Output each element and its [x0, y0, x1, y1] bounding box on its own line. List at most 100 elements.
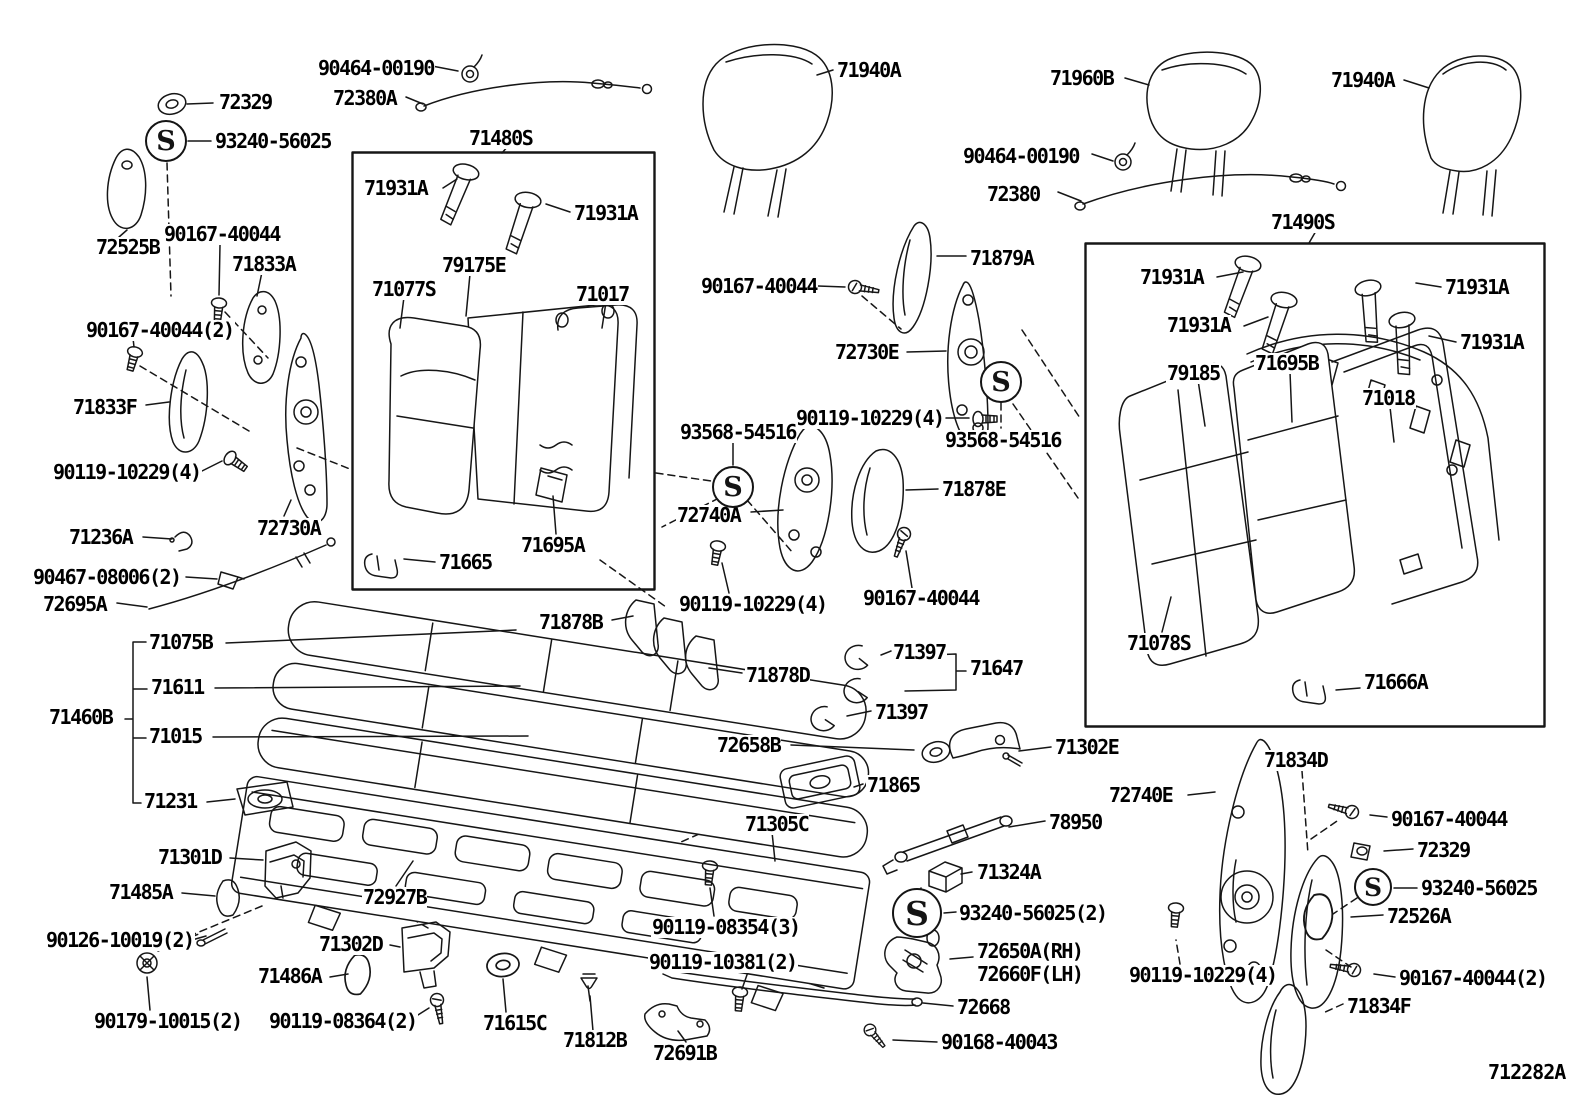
- part-label: 90126-10019(2): [45, 928, 195, 952]
- part-label: 72740A: [676, 503, 742, 527]
- part-label: 79185: [1166, 361, 1221, 385]
- part-label: 71397: [892, 640, 947, 664]
- part-label: 71833A: [231, 252, 297, 276]
- part-label: 71931A: [363, 176, 429, 200]
- part-label: 93568-54516: [679, 420, 797, 444]
- part-label: 71960B: [1049, 66, 1115, 90]
- part-label: 71486A: [257, 964, 323, 988]
- strap-72668: [662, 964, 923, 1007]
- part-label: 90167-40044(2): [1398, 966, 1548, 990]
- bottom-left-parts: [136, 841, 749, 1042]
- part-label: 71397: [874, 700, 929, 724]
- part-label: 72730A: [256, 516, 322, 540]
- part-label: 71931A: [573, 201, 639, 225]
- part-label: 72927B: [362, 885, 428, 909]
- part-label: 90167-40044(2): [85, 318, 235, 342]
- part-label: 90179-10015(2): [93, 1009, 243, 1033]
- part-label: 71302E: [1054, 735, 1120, 759]
- part-label: 90119-10229(4): [52, 460, 202, 484]
- part-label: 71834F: [1346, 994, 1412, 1018]
- part-label: 90464-00190: [962, 144, 1080, 168]
- part-label: 71647: [969, 656, 1024, 680]
- part-label: 93240-56025: [214, 129, 332, 153]
- part-label: 71615C: [482, 1011, 548, 1035]
- part-label: 90467-08006(2): [32, 565, 182, 589]
- part-label: 71018: [1361, 386, 1416, 410]
- headrest-lock-cable-left: [415, 79, 653, 112]
- part-label: 90167-40044: [862, 586, 980, 610]
- part-label: 71078S: [1126, 631, 1192, 655]
- left-small-parts: [106, 89, 328, 590]
- part-label: 93568-54516: [944, 428, 1062, 452]
- part-label: 71480S: [468, 126, 534, 150]
- part-label: 71666A: [1363, 670, 1429, 694]
- part-label: 72691B: [652, 1041, 718, 1065]
- part-label: 72380A: [332, 86, 398, 110]
- part-label: 93240-56025: [1420, 876, 1538, 900]
- part-label: 72525B: [95, 235, 161, 259]
- part-label: 90167-40044: [163, 222, 281, 246]
- hinge-grommet-71231: [236, 781, 294, 816]
- part-label: 71695A: [520, 533, 586, 557]
- part-label: 71931A: [1444, 275, 1510, 299]
- part-label: 71077S: [371, 277, 437, 301]
- part-label: 71075B: [148, 630, 214, 654]
- leader-lines: [116, 65, 1457, 1043]
- part-label: 71485A: [108, 880, 174, 904]
- strap-78950: [882, 815, 1013, 875]
- part-label: 71833F: [72, 395, 138, 419]
- part-label: 71940A: [836, 58, 902, 82]
- part-label: 71878D: [745, 663, 811, 687]
- part-label: 71931A: [1166, 313, 1232, 337]
- part-label: 90119-10229(4): [678, 592, 828, 616]
- part-label: 71695B: [1254, 351, 1320, 375]
- part-label: 71302D: [318, 932, 384, 956]
- s-fastener-symbol: S: [145, 120, 187, 162]
- part-label: 93240-56025(2): [958, 901, 1108, 925]
- part-label: 71931A: [1139, 265, 1205, 289]
- part-label: 78950: [1048, 810, 1103, 834]
- part-label: 72730E: [834, 340, 900, 364]
- center-parts: [624, 599, 1023, 1051]
- s-fastener-symbol: S: [980, 361, 1022, 403]
- part-label: 71878B: [538, 610, 604, 634]
- part-label: 71460B: [48, 705, 114, 729]
- part-label: 71665: [438, 550, 493, 574]
- s-fastener-symbol: S: [892, 888, 942, 938]
- part-label: 71931A: [1459, 330, 1525, 354]
- seatback-box-71480s: [351, 151, 656, 591]
- part-label: 71015: [148, 724, 203, 748]
- part-label: 90119-10229(4): [1128, 963, 1278, 987]
- part-label: 72526A: [1386, 904, 1452, 928]
- part-label: 79175E: [441, 253, 507, 277]
- diagram-id: 712282A: [1488, 1060, 1566, 1084]
- part-label: 90119-08364(2): [268, 1009, 418, 1033]
- part-label: 72329: [218, 90, 273, 114]
- headrest-illustration: [702, 43, 1522, 218]
- mid-right-parts: [461, 54, 1136, 572]
- part-label: 71865: [866, 773, 921, 797]
- part-label: 71231: [143, 789, 198, 813]
- part-label: 71611: [150, 675, 205, 699]
- part-label: 90119-10381(2): [648, 950, 798, 974]
- part-label: 90168-40043: [940, 1030, 1058, 1054]
- part-label: 72668: [956, 995, 1011, 1019]
- part-label: 72650A(RH): [976, 939, 1084, 963]
- part-label: 72380: [986, 182, 1041, 206]
- s-fastener-symbol: S: [1354, 868, 1392, 906]
- part-label: 71490S: [1270, 210, 1336, 234]
- part-label: 90464-00190: [317, 56, 435, 80]
- part-label: 71940A: [1330, 68, 1396, 92]
- part-label: 72658B: [716, 733, 782, 757]
- part-label: 90167-40044: [1390, 807, 1508, 831]
- part-label: 71879A: [969, 246, 1035, 270]
- part-label: 71812B: [562, 1028, 628, 1052]
- part-label: 90167-40044: [700, 274, 818, 298]
- part-label: 71878E: [941, 477, 1007, 501]
- part-label: 72329: [1416, 838, 1471, 862]
- seatback-box-71490s: [1084, 242, 1546, 728]
- part-label: 71324A: [976, 860, 1042, 884]
